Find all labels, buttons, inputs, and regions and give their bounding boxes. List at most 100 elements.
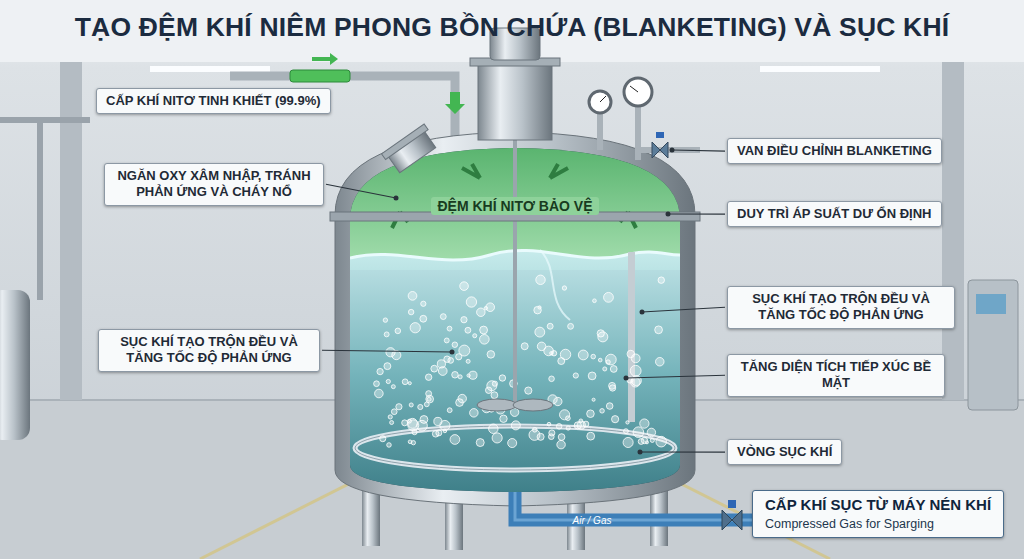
gas-bubble (410, 323, 420, 333)
gas-bubble (626, 421, 629, 424)
callout-box: DUY TRÌ ÁP SUẤT DƯ ỔN ĐỊNH (727, 201, 942, 227)
leader-line (326, 184, 396, 198)
gas-bubble (402, 379, 408, 385)
gas-bubble (458, 394, 466, 402)
gas-bubble (431, 365, 438, 372)
gas-bubble (641, 437, 647, 443)
gas-bubble (390, 421, 394, 425)
factory-background (976, 294, 1006, 314)
gas-bubble (456, 354, 462, 360)
gas-bubble (511, 421, 520, 430)
leader-line (322, 350, 452, 352)
gas-bubble (588, 372, 596, 380)
gas-bubble (658, 277, 664, 283)
gas-bubble (418, 404, 423, 409)
gas-bubble (420, 315, 427, 322)
sparging-supply-pipe (515, 492, 780, 530)
callout-text: VÒNG SỤC KHÍ (737, 444, 832, 460)
tank-fittings (630, 86, 638, 92)
agitator (477, 399, 517, 411)
tank-interior (540, 250, 570, 320)
tank-fittings (600, 96, 606, 102)
factory-background (0, 0, 1024, 62)
gas-bubble (460, 282, 469, 291)
gas-bubble (417, 420, 428, 431)
gas-bubble (631, 354, 640, 363)
agitator (513, 140, 517, 405)
tank-interior (550, 164, 568, 178)
gas-bubble (492, 433, 502, 443)
gas-bubble (383, 318, 387, 322)
nitrogen-supply-pipe (445, 92, 465, 114)
gas-bubble (447, 326, 452, 331)
gas-bubble (536, 275, 545, 284)
gas-bubble (612, 416, 619, 423)
gas-bubble (600, 409, 605, 414)
callout-box: CẤP KHÍ NITƠ TINH KHIẾT (99.9%) (96, 88, 331, 114)
gas-bubble (535, 327, 545, 337)
callout-text: DUY TRÌ ÁP SUẤT DƯ ỔN ĐỊNH (737, 206, 932, 222)
leader-line (672, 150, 725, 151)
gas-bubble (633, 427, 644, 438)
gas-bubble (573, 373, 578, 378)
gas-bubble (375, 389, 384, 398)
gas-bubble (562, 286, 566, 290)
gas-bubble (630, 365, 641, 376)
gas-bubble (452, 372, 459, 379)
gas-bubble (425, 374, 431, 380)
gas-bubble (610, 366, 617, 373)
tank-fittings (382, 124, 429, 160)
factory-background (37, 120, 43, 300)
callout-box: VÒNG SỤC KHÍ (727, 439, 842, 465)
gas-bubble (427, 397, 431, 401)
agitator (513, 399, 553, 411)
gas-bubble (396, 404, 402, 410)
gas-bubble (484, 307, 487, 310)
gas-bubble (647, 428, 655, 436)
gas-bubble (487, 381, 497, 391)
gas-bubble (477, 308, 485, 316)
gas-bubble (606, 354, 617, 365)
tank-shell (362, 488, 380, 546)
gas-bubble (491, 392, 498, 399)
callout-text: VAN ĐIỀU CHỈNH BLANKETING (737, 143, 932, 159)
gas-bubble (440, 420, 450, 430)
factory-background (60, 62, 82, 400)
callout-box: SỤC KHÍ TẠO TRỘN ĐỀU VÀ TĂNG TỐC ĐỘ PHẢN… (727, 286, 955, 329)
gas-bubble (444, 338, 449, 343)
tank-fittings (652, 142, 668, 158)
gas-bubble (452, 342, 458, 348)
leader-dot (666, 212, 671, 217)
gas-bubble (386, 379, 390, 383)
gas-bubble (438, 367, 447, 376)
leader-line (626, 375, 725, 378)
gas-bubble (440, 314, 446, 320)
gas-bubble (466, 359, 470, 363)
leader-line (642, 307, 725, 312)
gas-bubble (606, 403, 613, 410)
gas-bubble (656, 357, 665, 366)
gas-bubble (395, 328, 401, 334)
callout-text: CẤP KHÍ NITƠ TINH KHIẾT (99.9%) (106, 93, 321, 109)
gas-bubble (603, 367, 607, 371)
callout-box: SỤC KHÍ TẠO TRỘN ĐỀU VÀ TĂNG TỐC ĐỘ PHẢN… (98, 329, 320, 372)
tank-fittings (638, 106, 700, 160)
gas-bubble (448, 358, 454, 364)
gas-bubble (525, 387, 532, 394)
gas-bubble (408, 309, 413, 314)
callout-text: SỤC KHÍ TẠO TRỘN ĐỀU VÀ TĂNG TỐC ĐỘ PHẢN… (108, 334, 310, 367)
gas-bubble (424, 402, 429, 407)
tank-interior (350, 250, 690, 260)
gas-bubble (556, 424, 562, 430)
gas-bubbles (374, 275, 667, 449)
gas-bubble (549, 376, 555, 382)
tank-interior (340, 130, 690, 500)
callout-box: TĂNG DIỆN TÍCH TIẾP XÚC BỀ MẶT (727, 354, 945, 397)
gas-bubble (550, 351, 553, 354)
sparging-supply-pipe (728, 500, 736, 508)
gas-bubble (650, 438, 654, 442)
gas-bubble (447, 408, 452, 413)
